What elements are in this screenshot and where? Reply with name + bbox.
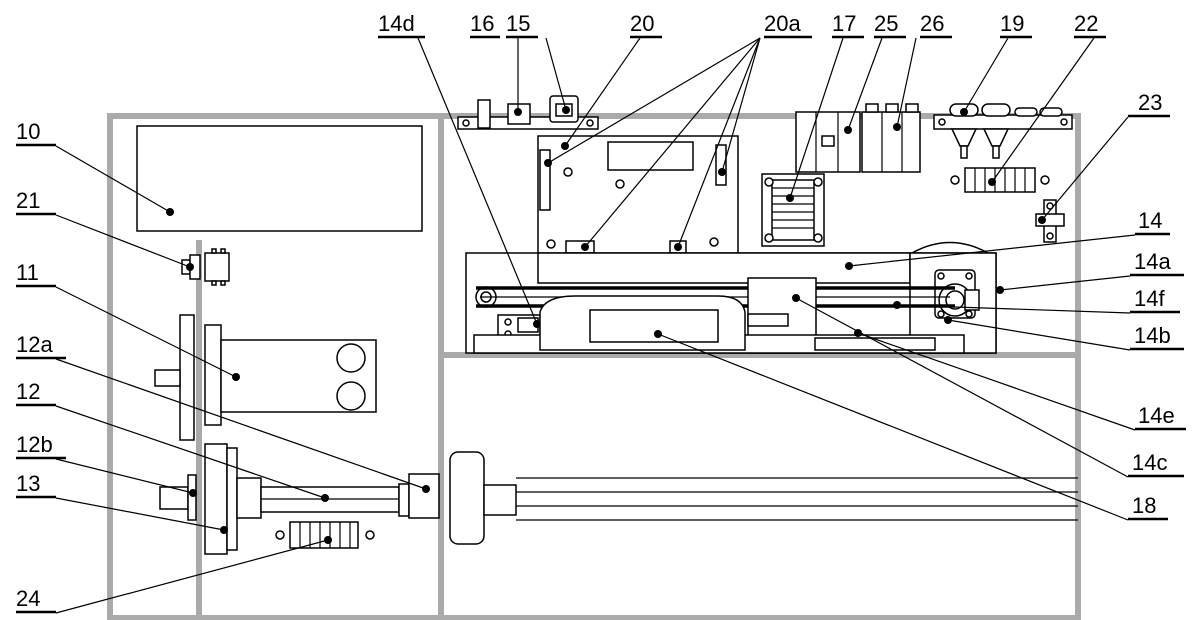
label-24: 24 <box>16 586 40 611</box>
label-26: 26 <box>920 11 944 36</box>
label-25: 25 <box>874 11 898 36</box>
component-18-carriage <box>539 295 746 351</box>
leader-lines <box>55 37 1136 614</box>
label-16: 16 <box>470 11 494 36</box>
component-12-shaft-assembly <box>159 443 1078 555</box>
label-22: 22 <box>1074 11 1098 36</box>
label-14e: 14e <box>1138 403 1175 428</box>
component-21-connector <box>181 248 230 286</box>
component-24-heatsink <box>275 521 375 549</box>
label-12b: 12b <box>16 432 53 457</box>
component-11-motor <box>154 314 377 441</box>
label-12: 12 <box>16 379 40 404</box>
label-14: 14 <box>1138 208 1162 233</box>
component-19-rail-fittings <box>933 103 1073 159</box>
component-20-control-board <box>537 135 739 255</box>
component-23-bracket <box>1035 199 1065 243</box>
labels: 10 21 11 12a 12 12b 13 24 14d 16 15 20 2… <box>16 11 1186 614</box>
component-16-15-rail <box>457 95 599 130</box>
label-18: 18 <box>1132 493 1156 518</box>
component-25-26-breakers <box>795 103 921 173</box>
label-12a: 12a <box>16 332 53 357</box>
label-13: 13 <box>16 471 40 496</box>
housing-frame <box>107 113 1081 620</box>
label-14f: 14f <box>1134 286 1165 311</box>
label-23: 23 <box>1138 90 1162 115</box>
label-10: 10 <box>16 119 40 144</box>
label-20a: 20a <box>764 11 801 36</box>
component-17-heatsink <box>761 173 825 247</box>
component-22-heatsink <box>950 167 1050 193</box>
label-14a: 14a <box>1134 249 1171 274</box>
label-15: 15 <box>506 11 530 36</box>
label-17: 17 <box>832 11 856 36</box>
component-10-display <box>136 125 423 232</box>
label-14b: 14b <box>1134 323 1171 348</box>
label-21: 21 <box>16 188 40 213</box>
label-19: 19 <box>1000 11 1024 36</box>
label-14c: 14c <box>1132 450 1167 475</box>
label-20: 20 <box>630 11 654 36</box>
label-11: 11 <box>16 260 39 285</box>
label-14d: 14d <box>378 11 415 36</box>
